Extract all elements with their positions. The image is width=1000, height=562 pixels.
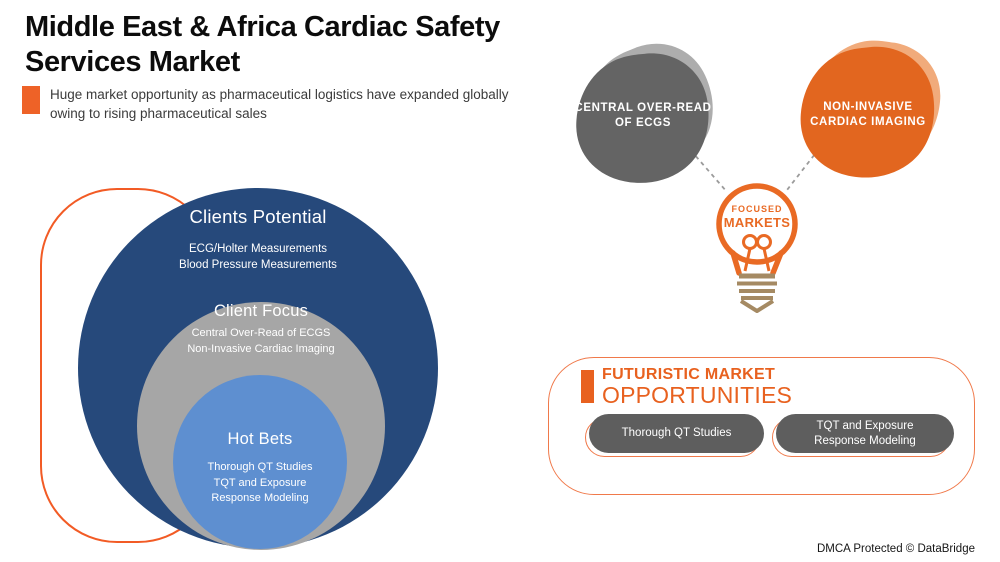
opportunities-title-line2: OPPORTUNITIES (602, 382, 793, 408)
ring-hot-bets (173, 375, 347, 549)
blob-label-line: OF ECGS (615, 117, 671, 130)
opportunities-accent-bar (581, 370, 594, 403)
lightbulb-icon (716, 183, 798, 313)
ring-title: Clients Potential (189, 206, 327, 227)
pill-thorough-qt-studies: Thorough QT Studies (585, 414, 764, 457)
ring-items: Central Over-Read of ECGS Non-Invasive C… (111, 326, 411, 357)
bulb-label-line2: MARKETS (723, 215, 791, 230)
pill-body: Thorough QT Studies (589, 414, 764, 453)
ring-item: Non-Invasive Cardiac Imaging (187, 342, 335, 355)
subtitle: Huge market opportunity as pharmaceutica… (50, 85, 590, 123)
pill-label: Response Modeling (814, 434, 916, 447)
ring-title: Hot Bets (227, 430, 293, 448)
ring-item: ECG/Holter Measurements (188, 243, 328, 255)
ring-item: Blood Pressure Measurements (179, 259, 337, 272)
page-title-line1: Middle East & Africa Cardiac Safety (25, 11, 500, 43)
ring-item: Response Modeling (211, 492, 309, 505)
blob-label-central-over-read: CENTRAL OVER-READ OF ECGS (568, 101, 718, 131)
opportunities-title-line1: FUTURISTIC MARKET (602, 366, 776, 383)
blob-label-non-invasive: NON-INVASIVE CARDIAC IMAGING (788, 100, 948, 130)
pill-body: TQT and Exposure Response Modeling (776, 414, 954, 453)
ring-items: ECG/Holter Measurements Blood Pressure M… (98, 241, 418, 274)
blob-label-line: NON-INVASIVE (823, 101, 913, 113)
subtitle-bullet-square (22, 86, 40, 114)
subtitle-line2: owing to rising pharmaceutical sales (50, 106, 267, 122)
blob-label-line: CARDIAC IMAGING (810, 116, 926, 129)
pill-label: TQT and Exposure (816, 419, 914, 432)
ring-item: Thorough QT Studies (207, 461, 313, 473)
bulb-label-line1: FOCUSED (731, 204, 783, 214)
opportunities-title: FUTURISTIC MARKET OPPORTUNITIES (602, 366, 792, 409)
pill-tqt-exposure-modeling: TQT and Exposure Response Modeling (772, 414, 954, 457)
page-title: Middle East & Africa Cardiac Safety Serv… (25, 10, 585, 81)
focused-markets-diagram: CENTRAL OVER-READ OF ECGS NON-INVASIVE C… (555, 20, 995, 320)
page-title-line2: Services Market (25, 46, 240, 79)
bulb-label: FOCUSED MARKETS (697, 204, 817, 230)
bulb-base (737, 273, 777, 313)
ring-title: Client Focus (213, 302, 309, 320)
ring-label-clients-potential: Clients Potential ECG/Holter Measurement… (98, 206, 418, 274)
ring-label-hot-bets: Hot Bets Thorough QT Studies TQT and Exp… (140, 430, 380, 507)
ring-items: Thorough QT Studies TQT and Exposure Res… (140, 460, 380, 507)
ring-item: Central Over-Read of ECGS (191, 327, 331, 339)
ring-label-client-focus: Client Focus Central Over-Read of ECGS N… (111, 302, 411, 357)
focus-map-graphics (571, 26, 953, 313)
ring-item: TQT and Exposure (213, 476, 307, 489)
futuristic-opportunities-box: FUTURISTIC MARKET OPPORTUNITIES Thorough… (548, 357, 975, 495)
dmca-watermark: DMCA Protected © DataBridge (816, 543, 975, 555)
blob-label-line: CENTRAL OVER-READ (574, 102, 712, 114)
subtitle-line1: Huge market opportunity as pharmaceutica… (50, 87, 509, 102)
pill-label: Thorough QT Studies (621, 427, 732, 440)
